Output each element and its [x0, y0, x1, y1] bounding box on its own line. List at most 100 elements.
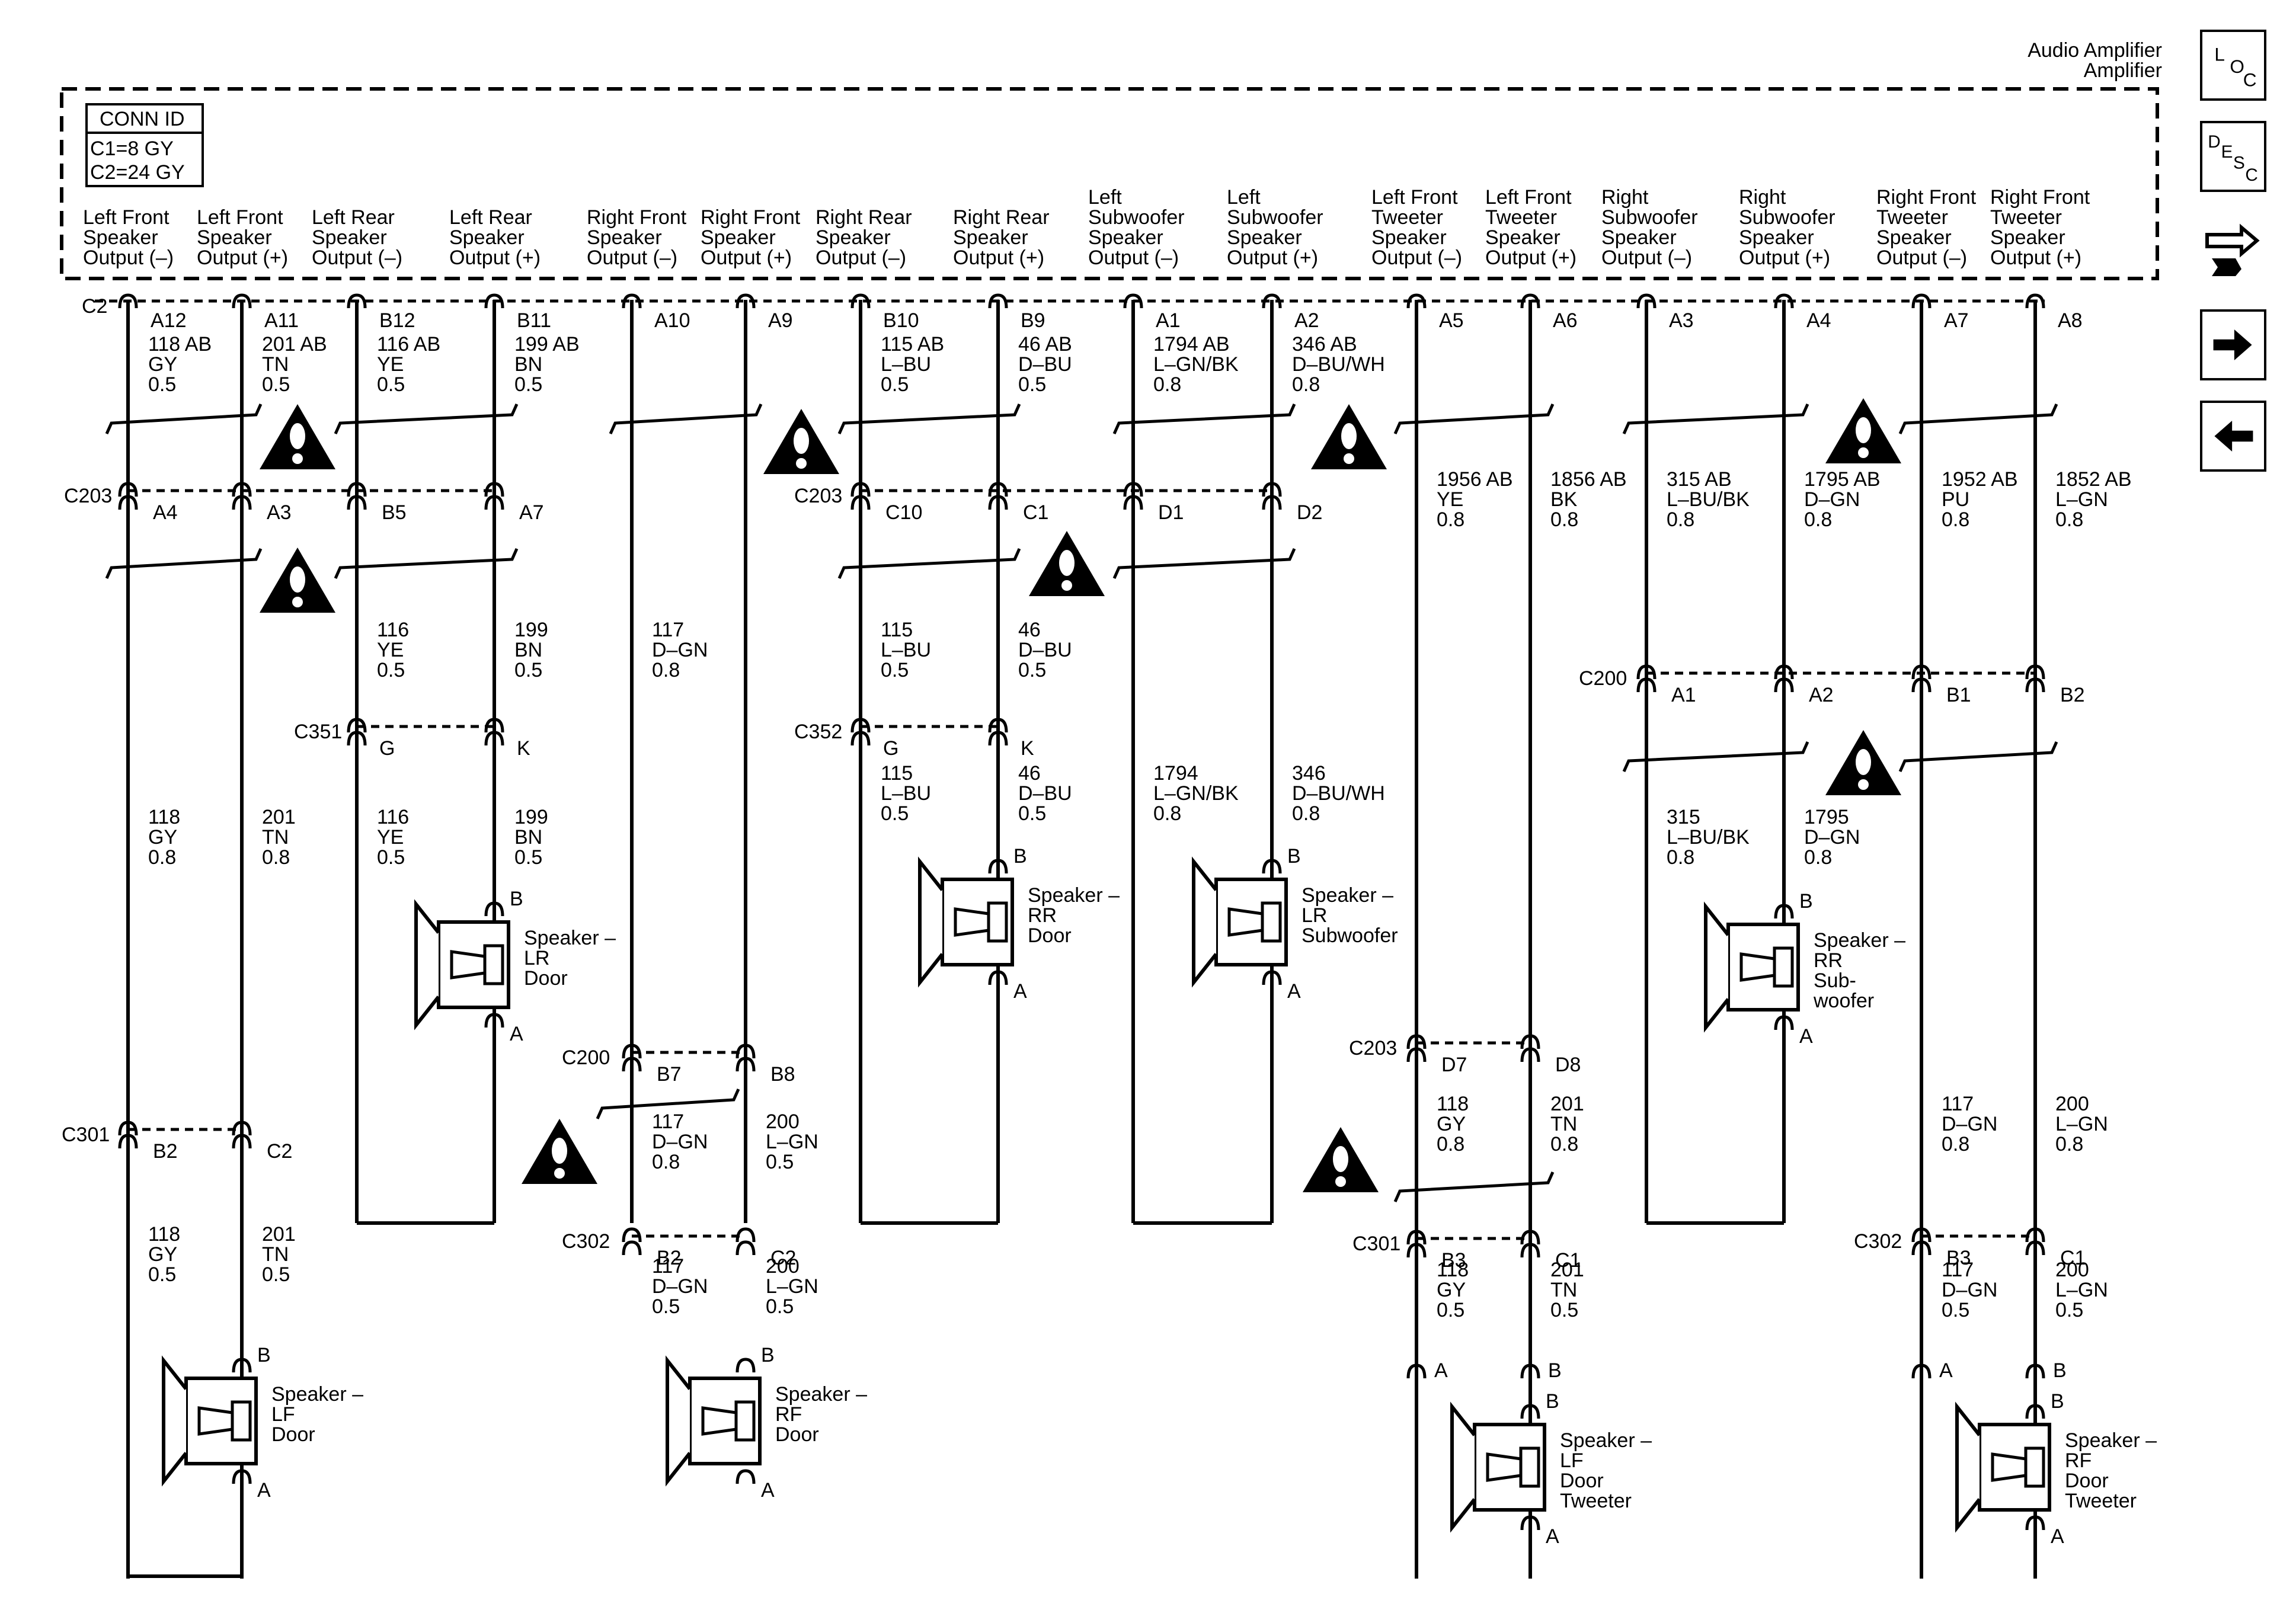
wire-label-34-line2: 0.5	[2055, 1299, 2083, 1321]
wire-label-28-line0: 201	[262, 1223, 296, 1246]
speaker-5-label-line1: RF	[775, 1403, 802, 1426]
connector-7-terminal-1	[736, 1227, 756, 1243]
wire-label-32-line1: TN	[1550, 1279, 1577, 1301]
speaker-0-label-line1: LR	[524, 947, 549, 969]
wire-label-7-line0: 199	[514, 619, 548, 641]
amp-wire-7-line0: 46 AB	[1018, 333, 1072, 356]
break-7a	[1622, 741, 1809, 773]
speaker-6-label-line1: LF	[1560, 1449, 1584, 1472]
break-2b	[837, 403, 1021, 435]
speaker-4-label-line1: LF	[271, 1403, 295, 1426]
output-label-3-line2: Output (+)	[449, 247, 541, 269]
connector-1-terminal-1	[988, 482, 1008, 497]
speaker-1-terminal-b	[988, 859, 1008, 874]
wire-label-1-line0: 1856 AB	[1550, 468, 1627, 491]
caution-icon-4	[1825, 398, 1901, 463]
wire-label-8-line0: 117	[652, 619, 684, 641]
connector-0-terminal-b-3	[484, 495, 504, 510]
wire-label-3-line1: D–GN	[1804, 488, 1860, 511]
amp-pin-8: A1	[1156, 309, 1181, 332]
wire-label-14-line0: 199	[514, 806, 548, 828]
amp-wire-6-line0: 115 AB	[881, 333, 944, 356]
conn-id-box: CONN ID C1=8 GY C2=24 GY	[85, 103, 204, 187]
connector-3-terminal-1	[988, 718, 1008, 733]
output-label-2-line1: Speaker	[312, 226, 387, 249]
speaker-4-label-line0: Speaker –	[271, 1383, 363, 1406]
wire-label-30-line1: L–GN	[766, 1275, 818, 1298]
conn-id-c2: C2=24 GY	[90, 161, 185, 184]
amp-pin-12: A3	[1669, 309, 1694, 332]
output-label-6-line0: Right Rear	[816, 206, 912, 229]
connector-end-view-icon	[2205, 223, 2260, 276]
speaker-7-terminal-a	[2025, 1515, 2045, 1531]
connector-id-0: C203	[64, 485, 112, 507]
wire-label-32-line2: 0.5	[1550, 1299, 1578, 1321]
connector-id-4: C200	[1579, 667, 1627, 690]
wire-label-7-line2: 0.5	[514, 659, 542, 681]
amp-terminal-5	[736, 293, 756, 309]
speaker-3-voice	[1739, 952, 1775, 982]
wire-label-25-line2: 0.8	[1942, 1133, 1969, 1156]
output-label-14-line1: Tweeter	[1876, 206, 1948, 229]
connector-4-pin-2: B1	[1946, 684, 1971, 706]
speaker-2-pin-b: B	[1287, 845, 1301, 868]
previous-button[interactable]	[2200, 401, 2266, 472]
amp-wire-2-line2: 0.5	[377, 373, 405, 396]
speaker-4-cone	[162, 1355, 188, 1487]
output-label-7-line0: Right Rear	[953, 206, 1050, 229]
speaker-3-label-line2: Sub-	[1814, 969, 1856, 992]
speaker-5-terminal-a	[736, 1469, 756, 1484]
speaker-2-label-line2: Subwoofer	[1302, 924, 1398, 947]
speaker-0-label-line2: Door	[524, 967, 568, 990]
speaker-2-terminal-a	[1262, 970, 1282, 985]
output-label-10-line2: Speaker	[1371, 226, 1447, 249]
output-label-4-line0: Right Front	[587, 206, 687, 229]
speaker-0-label-line0: Speaker –	[524, 927, 616, 949]
speaker-0-terminal-b	[484, 901, 504, 917]
caution-icon-6-mark	[1059, 550, 1075, 576]
wire-label-28-line1: TN	[262, 1243, 289, 1266]
speaker-6-label-line2: Door	[1560, 1470, 1604, 1492]
break-1a	[105, 403, 263, 435]
connector-0-terminal-b-2	[347, 495, 367, 510]
speaker-0-cone	[414, 899, 440, 1030]
speaker-6-pin-a: A	[1546, 1525, 1559, 1548]
amp-terminal-7	[988, 293, 1008, 309]
speaker-5-voice	[701, 1406, 737, 1436]
amp-pin-11: A6	[1553, 309, 1578, 332]
loc-button-letter-o: O	[2230, 56, 2244, 77]
wire-label-31-line0: 118	[1437, 1259, 1469, 1281]
connector-6-pin-0: B2	[153, 1140, 178, 1163]
caution-icon-6	[1029, 531, 1105, 596]
output-label-1-line2: Output (+)	[197, 247, 288, 269]
output-label-13-line0: Right	[1739, 186, 1786, 209]
connector-end-view-button[interactable]	[2200, 212, 2266, 283]
speaker-2-label-line1: LR	[1302, 904, 1327, 927]
speaker-7-pin-a: A	[2051, 1525, 2064, 1548]
amp-pin-13: A4	[1806, 309, 1831, 332]
wire-label-2-line1: L–BU/BK	[1667, 488, 1750, 511]
speaker-1-terminal-a	[988, 970, 1008, 985]
connector-0-pin-2: B5	[382, 501, 407, 524]
connector-id-1: C203	[794, 485, 842, 507]
connector-7-terminal-b-0	[622, 1240, 642, 1256]
connector-5-terminal-1	[736, 1044, 756, 1059]
amp-wire-0-line2: 0.5	[148, 373, 176, 396]
output-label-9-line3: Output (+)	[1227, 247, 1318, 269]
output-label-5-line1: Speaker	[701, 226, 776, 249]
speaker-5-pin-a: A	[761, 1479, 775, 1502]
speaker-0-pin-b: B	[510, 888, 523, 910]
speaker-7-label-line3: Tweeter	[2065, 1490, 2137, 1512]
speaker-1-label-line0: Speaker –	[1028, 884, 1120, 907]
next-button[interactable]	[2200, 309, 2266, 380]
speaker-2-pin-a: A	[1287, 980, 1301, 1003]
amp-terminal-13	[1774, 293, 1794, 309]
arrow-right-icon	[2213, 329, 2252, 360]
caution-icon-1-mark	[290, 423, 305, 449]
conn-id-heading: CONN ID	[100, 108, 185, 130]
connector-7-terminal-b-1	[736, 1240, 756, 1256]
connector-id-9: C301	[1352, 1233, 1400, 1255]
output-label-10-line1: Tweeter	[1371, 206, 1443, 229]
